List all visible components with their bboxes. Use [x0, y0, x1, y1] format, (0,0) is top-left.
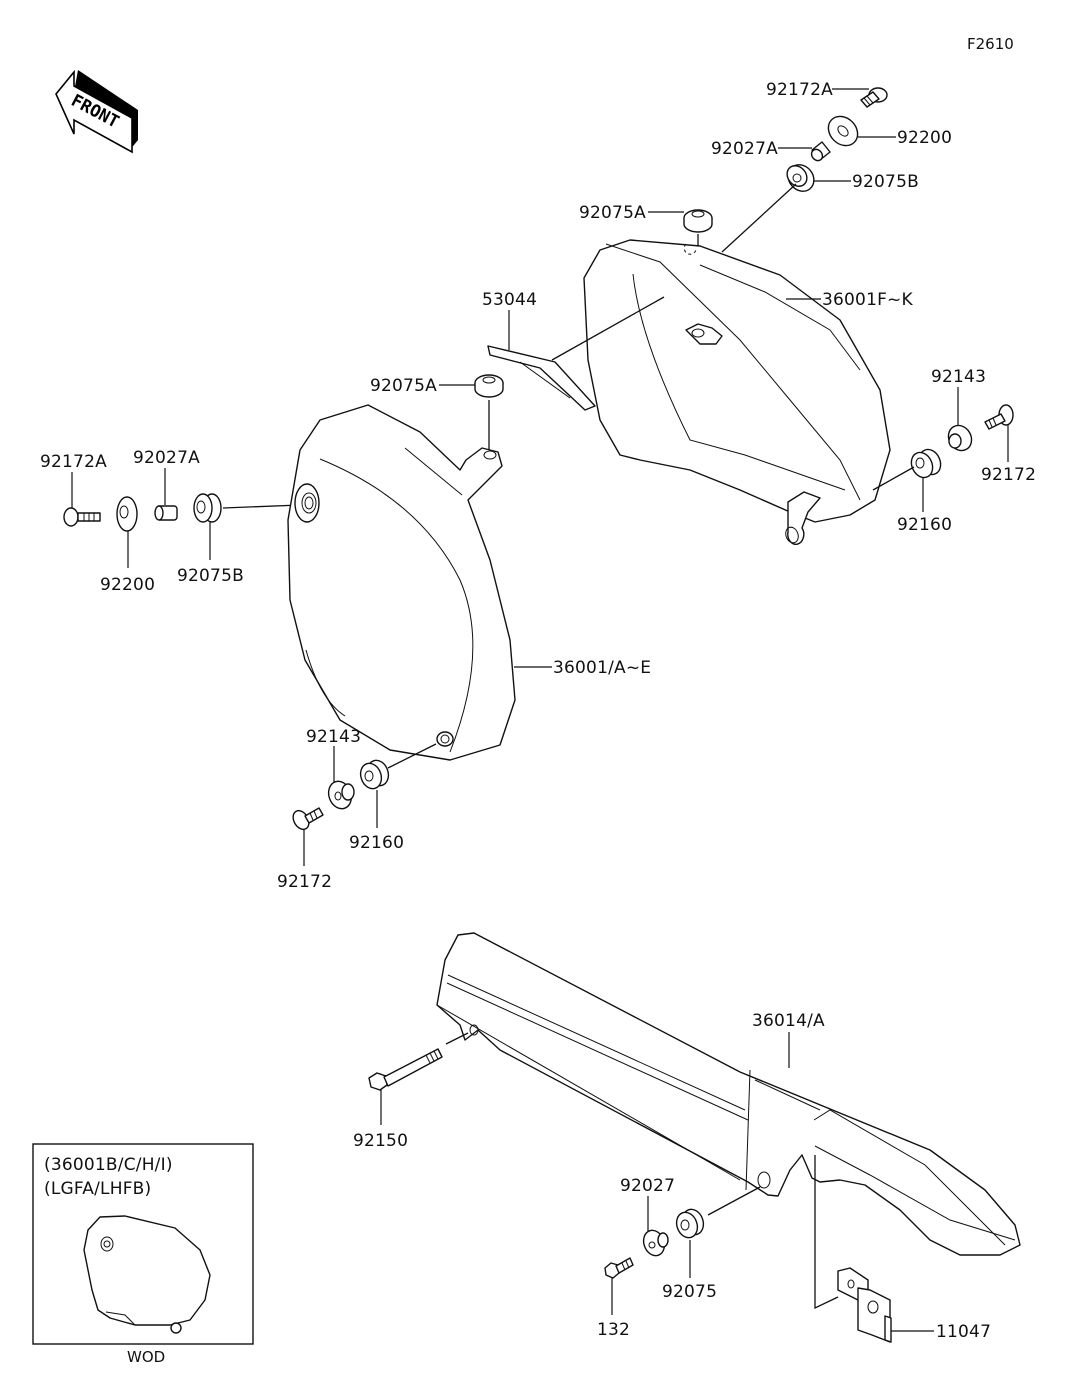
bolt-92172A-top[interactable]: [860, 87, 888, 108]
label-92027A-top[interactable]: 92027A: [711, 139, 778, 159]
front-arrow-icon: FRONT: [55, 69, 138, 154]
collar-92143-bottom[interactable]: [325, 778, 355, 812]
grommet-92075A-mid[interactable]: [474, 374, 504, 398]
label-11047[interactable]: 11047: [936, 1322, 991, 1342]
collar-92143-right[interactable]: [944, 421, 976, 455]
chain-cover-36014-A[interactable]: [436, 932, 1021, 1256]
side-cover-right-36001F-K[interactable]: [583, 239, 891, 545]
collar-92027A-top[interactable]: [809, 141, 831, 163]
label-92160-right[interactable]: 92160: [897, 515, 952, 535]
label-92075A-top[interactable]: 92075A: [579, 203, 646, 223]
assembly-line: [387, 743, 437, 769]
grommet-92075B-left[interactable]: [193, 493, 222, 523]
label-92172A-top[interactable]: 92172A: [766, 80, 833, 100]
bolt-132[interactable]: [604, 1257, 634, 1279]
label-92172-right[interactable]: 92172: [981, 465, 1036, 485]
label-92200-top[interactable]: 92200: [897, 128, 952, 148]
bolt-92172-right[interactable]: [984, 404, 1014, 430]
label-36014-A[interactable]: 36014/A: [752, 1011, 825, 1031]
bolt-92150[interactable]: [368, 1048, 443, 1091]
assembly-line: [222, 504, 301, 509]
label-92143-bottom[interactable]: 92143: [306, 727, 361, 747]
bolt-92172-bottom[interactable]: [290, 807, 324, 832]
inset-variant-box: (36001B/C/H/I) (LGFA/LHFB) WOD: [32, 1143, 254, 1366]
collar-92027A-left[interactable]: [154, 505, 178, 521]
diagram-code: F2610: [967, 35, 1014, 53]
label-92143-right[interactable]: 92143: [931, 367, 986, 387]
label-53044[interactable]: 53044: [482, 290, 537, 310]
inset-line-1: (36001B/C/H/I): [44, 1155, 173, 1175]
label-92075B-top[interactable]: 92075B: [852, 172, 919, 192]
assembly-line: [872, 466, 915, 491]
label-92075B-left[interactable]: 92075B: [177, 566, 244, 586]
bolt-92172A-left[interactable]: [63, 507, 101, 527]
side-cover-left-36001-A-E[interactable]: [287, 404, 516, 761]
label-92027[interactable]: 92027: [620, 1176, 675, 1196]
label-92200-left[interactable]: 92200: [100, 575, 155, 595]
label-92160-bottom[interactable]: 92160: [349, 833, 404, 853]
label-92150[interactable]: 92150: [353, 1131, 408, 1151]
label-36001F-K[interactable]: 36001F~K: [822, 290, 914, 310]
grommet-92075[interactable]: [673, 1206, 707, 1240]
grommet-92160-right[interactable]: [907, 446, 944, 481]
label-92027A-left[interactable]: 92027A: [133, 448, 200, 468]
assembly-line: [721, 183, 797, 253]
assembly-line: [814, 1155, 839, 1310]
strip-53044[interactable]: [487, 345, 596, 411]
label-92075[interactable]: 92075: [662, 1282, 717, 1302]
assembly-line: [445, 1032, 469, 1045]
inset-side-cover[interactable]: [83, 1215, 211, 1334]
grommet-92075A-top[interactable]: [683, 209, 713, 233]
label-92172-bottom[interactable]: 92172: [277, 872, 332, 892]
assembly-line: [707, 1186, 761, 1216]
inset-line-2: (LGFA/LHFB): [44, 1179, 151, 1199]
washer-92200-top[interactable]: [822, 110, 863, 151]
assembly-line: [551, 296, 665, 361]
bracket-11047[interactable]: [837, 1267, 892, 1343]
grommet-92160-bottom[interactable]: [357, 757, 392, 791]
label-92172A-left[interactable]: 92172A: [40, 452, 107, 472]
label-92075A-mid[interactable]: 92075A: [370, 376, 437, 396]
label-132[interactable]: 132: [597, 1320, 630, 1340]
washer-92200-left[interactable]: [116, 496, 138, 532]
label-36001-A-E[interactable]: 36001/A~E: [553, 658, 651, 678]
collar-92027[interactable]: [640, 1227, 669, 1258]
inset-caption: WOD: [127, 1348, 165, 1366]
